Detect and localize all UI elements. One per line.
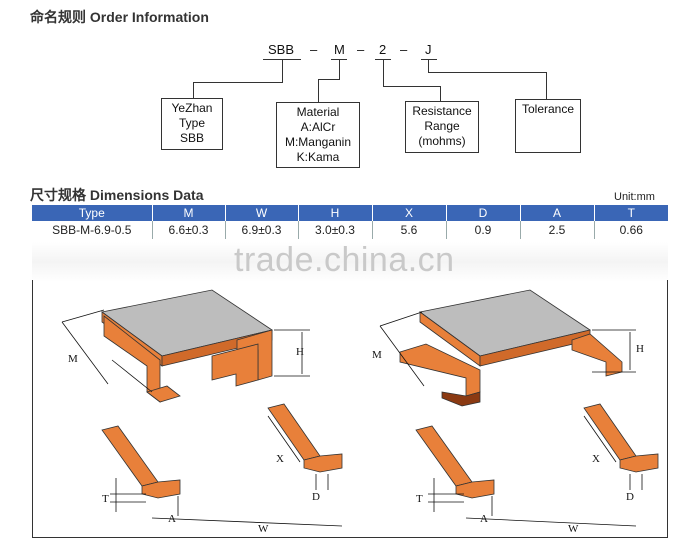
code-part-range: 2	[379, 42, 387, 57]
connector-range	[383, 59, 384, 86]
label-t-right: T	[416, 493, 423, 505]
figure-frame	[32, 280, 668, 538]
label-h-left: H	[296, 346, 304, 358]
table-header-row: Type M W H X D A T	[32, 205, 668, 221]
col-a: A	[519, 205, 594, 221]
code-part-material: M	[334, 42, 345, 57]
connector-type	[282, 59, 283, 82]
left-terminal-pieces	[101, 403, 343, 499]
resistance-range-box: Resistance Range (mohms)	[405, 101, 479, 153]
col-w: W	[224, 205, 298, 221]
connector-material	[339, 59, 340, 79]
right-resistor-drawing	[399, 289, 623, 407]
col-h: H	[297, 205, 372, 221]
left-dim-m	[61, 309, 153, 393]
watermark: trade.china.cn	[234, 241, 455, 279]
left-dim-h	[274, 329, 310, 377]
label-w-left: W	[258, 523, 269, 535]
label-x-right: X	[592, 453, 600, 465]
label-d-right: D	[626, 491, 634, 503]
code-part-type: SBB	[268, 42, 295, 57]
col-x: X	[371, 205, 446, 221]
unit-label: Unit:mm	[614, 191, 655, 203]
code-part-tolerance: J	[425, 42, 432, 57]
col-d: D	[445, 205, 520, 221]
underline-tolerance	[421, 59, 437, 60]
material-box: Material A:AlCr M:Manganin K:Kama	[276, 102, 360, 168]
label-h-right: H	[636, 343, 644, 355]
dimensions-title: 尺寸规格 Dimensions Data	[30, 187, 204, 203]
code-sep-1: –	[310, 42, 318, 57]
dimensions-table: Type M W H X D A T SBB-M-6.9-0.5 6.6±0.3…	[32, 205, 668, 239]
col-t: T	[593, 205, 668, 221]
col-type: Type	[32, 205, 152, 221]
label-w-right: W	[568, 523, 579, 535]
order-info-title: 命名规则 Order Information	[30, 9, 209, 25]
right-terminal-pieces	[415, 403, 659, 499]
connector-tolerance	[428, 59, 429, 72]
label-t-left: T	[102, 493, 109, 505]
col-m: M	[151, 205, 225, 221]
blur-band	[32, 242, 668, 282]
code-sep-3: –	[400, 42, 408, 57]
resistor-diagrams: M H T A W X D M	[61, 289, 659, 535]
label-a-left: A	[168, 513, 176, 525]
label-m-left: M	[68, 353, 78, 365]
tolerance-box: Tolerance	[515, 99, 581, 153]
label-a-right: A	[480, 513, 488, 525]
type-box: YeZhan Type SBB	[161, 98, 223, 150]
label-d-left: D	[312, 491, 320, 503]
table-row: SBB-M-6.9-0.5 6.6±0.3 6.9±0.3 3.0±0.3 5.…	[32, 221, 668, 239]
label-x-left: X	[276, 453, 284, 465]
label-m-right: M	[372, 349, 382, 361]
left-resistor-drawing	[101, 289, 273, 403]
code-sep-2: –	[357, 42, 365, 57]
